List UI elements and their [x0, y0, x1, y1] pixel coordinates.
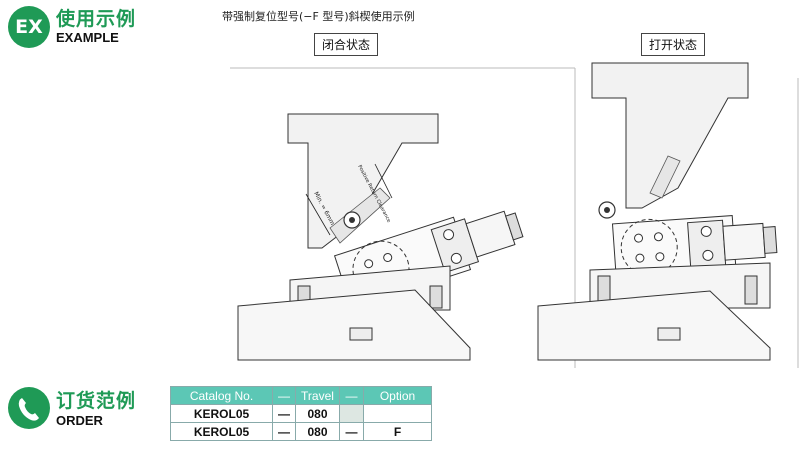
- phone-icon: [18, 398, 39, 421]
- cell-option: [363, 404, 432, 423]
- order-table: Catalog No. — Travel — Option KEROL05 — …: [170, 386, 432, 441]
- cell-catalog-no: KEROL05: [170, 422, 273, 441]
- cell-travel: 080: [295, 422, 340, 441]
- open-state-drawing: [537, 62, 778, 361]
- open-state-label: 打开状态: [641, 33, 706, 56]
- header-option: Option: [363, 386, 432, 405]
- example-title: 使用示例: [56, 8, 137, 30]
- cell-dash: —: [339, 422, 364, 441]
- closed-state-drawing: Min. = 6mm Positive Return Clearance: [237, 113, 524, 361]
- example-subtitle: EXAMPLE: [56, 30, 119, 45]
- order-subtitle: ORDER: [56, 413, 103, 428]
- cell-catalog-no: KEROL05: [170, 404, 273, 423]
- order-title: 订货范例: [56, 390, 137, 412]
- header-dash-2: —: [339, 386, 364, 405]
- order-badge: [8, 387, 50, 429]
- example-badge-text: EX: [15, 16, 43, 38]
- cell-dash: —: [272, 404, 296, 423]
- cell-option: F: [363, 422, 432, 441]
- cell-dash-empty: [339, 404, 364, 423]
- table-header-row: Catalog No. — Travel — Option: [170, 386, 432, 405]
- table-row: KEROL05 — 080: [170, 404, 432, 423]
- header-travel: Travel: [295, 386, 340, 405]
- closed-state-label: 闭合状态: [314, 33, 379, 56]
- figure-caption: 带强制复位型号(−F 型号)斜楔使用示例: [222, 10, 415, 23]
- header-catalog-no: Catalog No.: [170, 386, 273, 405]
- header-dash-1: —: [272, 386, 296, 405]
- cell-travel: 080: [295, 404, 340, 423]
- example-badge: EX: [8, 6, 50, 48]
- cell-dash: —: [272, 422, 296, 441]
- table-row: KEROL05 — 080 — F: [170, 422, 432, 441]
- cam-drawing: Min. = 6mm Positive Return Clearance: [230, 62, 799, 368]
